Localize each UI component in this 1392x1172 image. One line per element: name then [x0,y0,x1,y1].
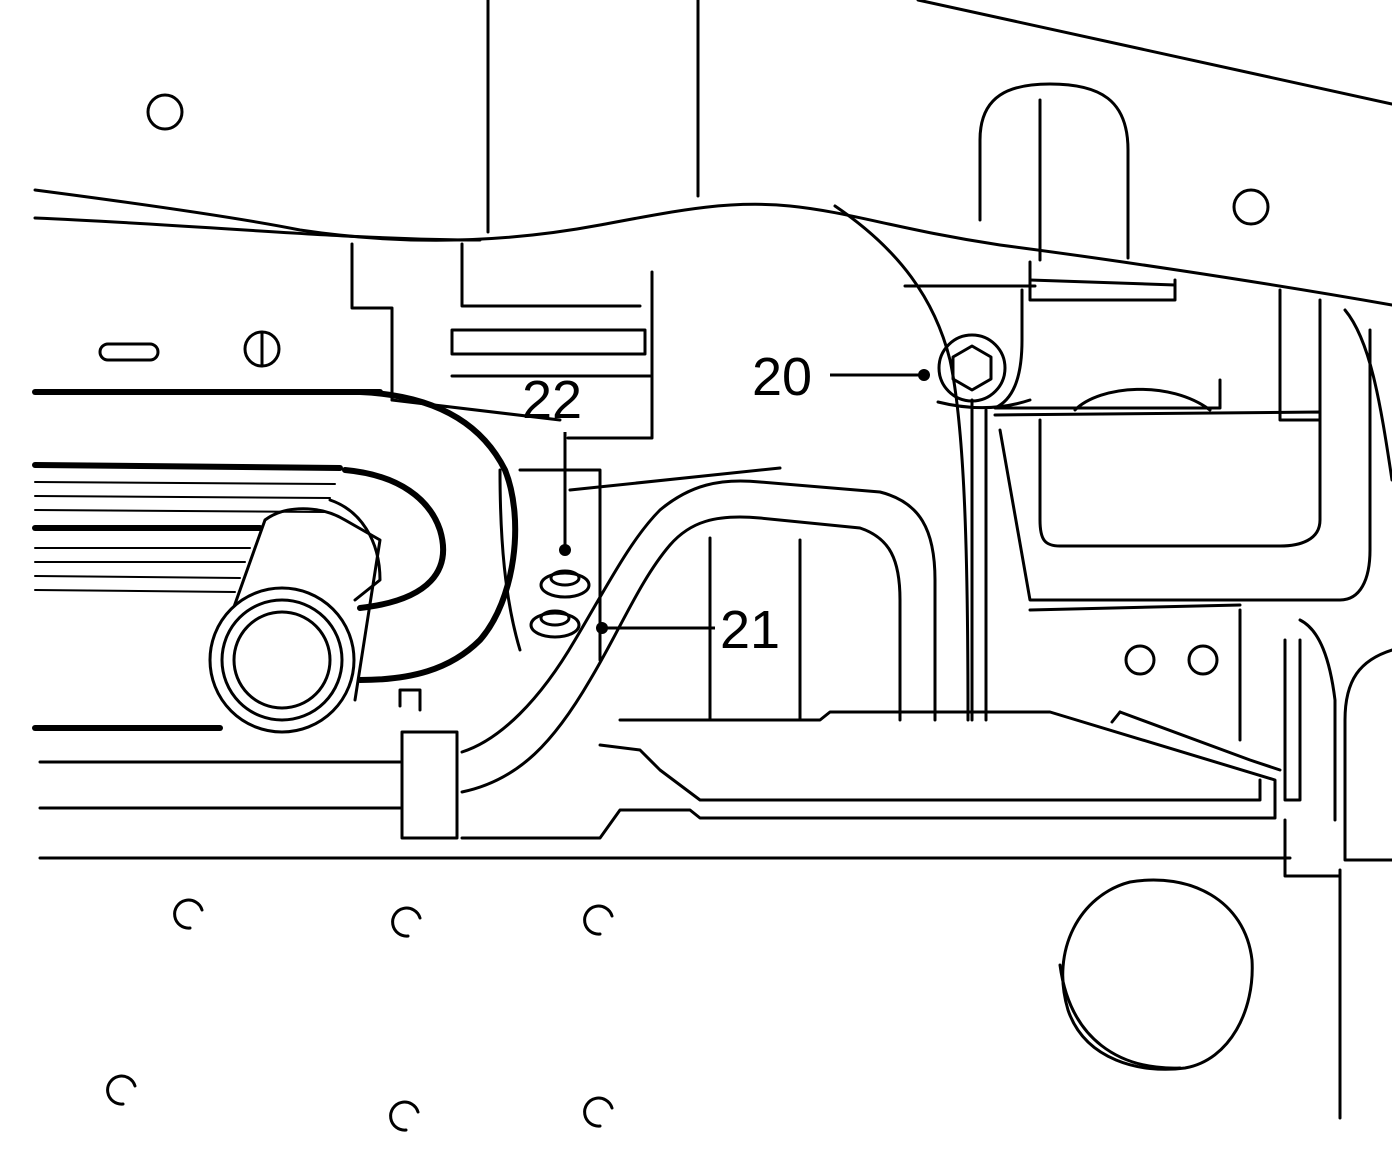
callout-20: 20 [752,347,930,407]
callout-22: 22 [522,370,582,556]
slot-marker [98,342,160,362]
leader-dot-22 [559,544,571,556]
bolt-20-head [951,344,993,392]
brake-line-21 [460,479,937,794]
callout-label-20: 20 [752,347,812,407]
dome-boss [978,82,1392,482]
hose-assembly [32,389,519,734]
leader-dot-20 [918,369,930,381]
hole-marker [146,93,184,131]
callout-21: 21 [596,600,780,660]
clip-22 [498,466,782,662]
upper-frame [33,0,1392,307]
column-bracket [98,242,654,440]
round-plug [1058,878,1254,1071]
hole-markers [106,898,614,1132]
mounting-bracket [833,204,1037,722]
callout-label-22: 22 [522,370,582,430]
hole-marker [1232,188,1270,226]
right-housing [993,328,1392,1120]
lower-rail [38,688,1342,878]
callout-label-21: 21 [720,600,780,660]
leader-dot-21 [596,622,608,634]
